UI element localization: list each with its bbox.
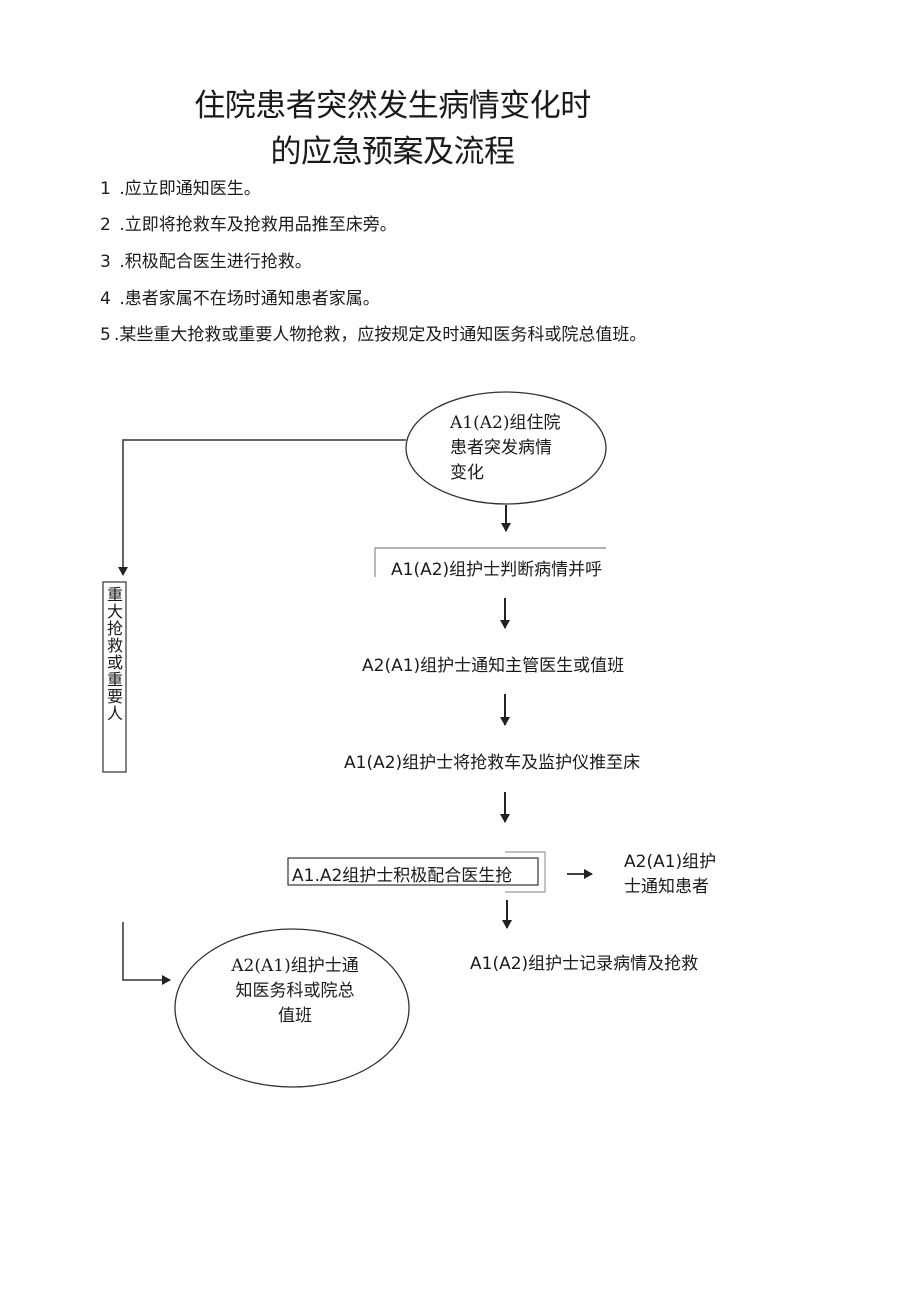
- step-text: .某些重大抢救或重要人物抢救，应按规定及时通知医务科或院总值班。: [114, 325, 647, 345]
- end-ellipse: [174, 928, 410, 1088]
- step-number: 4: [100, 289, 111, 309]
- step-notify-doctor: A2(A1)组护士通知主管医生或值班: [362, 656, 625, 676]
- end-line: 值班: [278, 1006, 312, 1026]
- page-title-line2: 的应急预案及流程: [270, 134, 516, 170]
- step-text: .应立即通知医生。: [119, 179, 261, 199]
- connector-line: [118, 439, 406, 576]
- family-line: 士通知患者: [624, 877, 709, 897]
- step-text: .患者家属不在场时通知患者家属。: [119, 289, 380, 309]
- step-cart: A1(A2)组护士将抢救车及监护仪推至床: [344, 753, 641, 773]
- step-number: 1: [100, 179, 111, 199]
- list-item: 5.某些重大抢救或重要人物抢救，应按规定及时通知医务科或院总值班。: [100, 322, 680, 349]
- assist-box-bracket: [505, 851, 546, 893]
- start-line: 患者突发病情: [450, 438, 552, 458]
- step-judge: A1(A2)组护士判断病情并呼: [391, 560, 603, 580]
- step-assist: A1.A2组护士积极配合医生抢: [292, 866, 513, 886]
- family-line: A2(A1)组护: [624, 852, 717, 872]
- list-item: 4 .患者家属不在场时通知患者家属。: [100, 286, 380, 313]
- judge-box-border: [374, 547, 606, 577]
- vertical-box-border: [102, 581, 127, 773]
- side-notify-family: A2(A1)组护 士通知患者: [624, 850, 716, 900]
- assist-box-border: [287, 857, 539, 886]
- start-ellipse-text: A1(A2)组住院 患者突发病情 变化: [450, 411, 560, 486]
- step-number: 3: [100, 252, 111, 272]
- step-number: 5: [100, 325, 111, 345]
- start-ellipse: [405, 391, 607, 505]
- step-text: .立即将抢救车及抢救用品推至床旁。: [119, 215, 397, 235]
- end-ellipse-text: A2(A1)组护士通 知医务科或院总 值班: [227, 954, 363, 1029]
- step-record: A1(A2)组护士记录病情及抢救: [470, 954, 699, 974]
- vertical-box-text: 重大抢救或重要人: [104, 586, 123, 722]
- connector-line: [122, 922, 171, 985]
- start-line: A1(A2)组住院: [450, 413, 561, 433]
- list-item: 2 .立即将抢救车及抢救用品推至床旁。: [100, 212, 397, 239]
- step-number: 2: [100, 215, 111, 235]
- list-item: 3 .积极配合医生进行抢救。: [100, 249, 312, 276]
- end-line: A2(A1)组护士通: [231, 956, 359, 976]
- end-line: 知医务科或院总: [235, 981, 355, 1001]
- page-title-line1: 住院患者突然发生病情变化时: [194, 88, 591, 124]
- step-text: .积极配合医生进行抢救。: [119, 252, 312, 272]
- start-line: 变化: [450, 463, 484, 483]
- list-item: 1 .应立即通知医生。: [100, 176, 261, 203]
